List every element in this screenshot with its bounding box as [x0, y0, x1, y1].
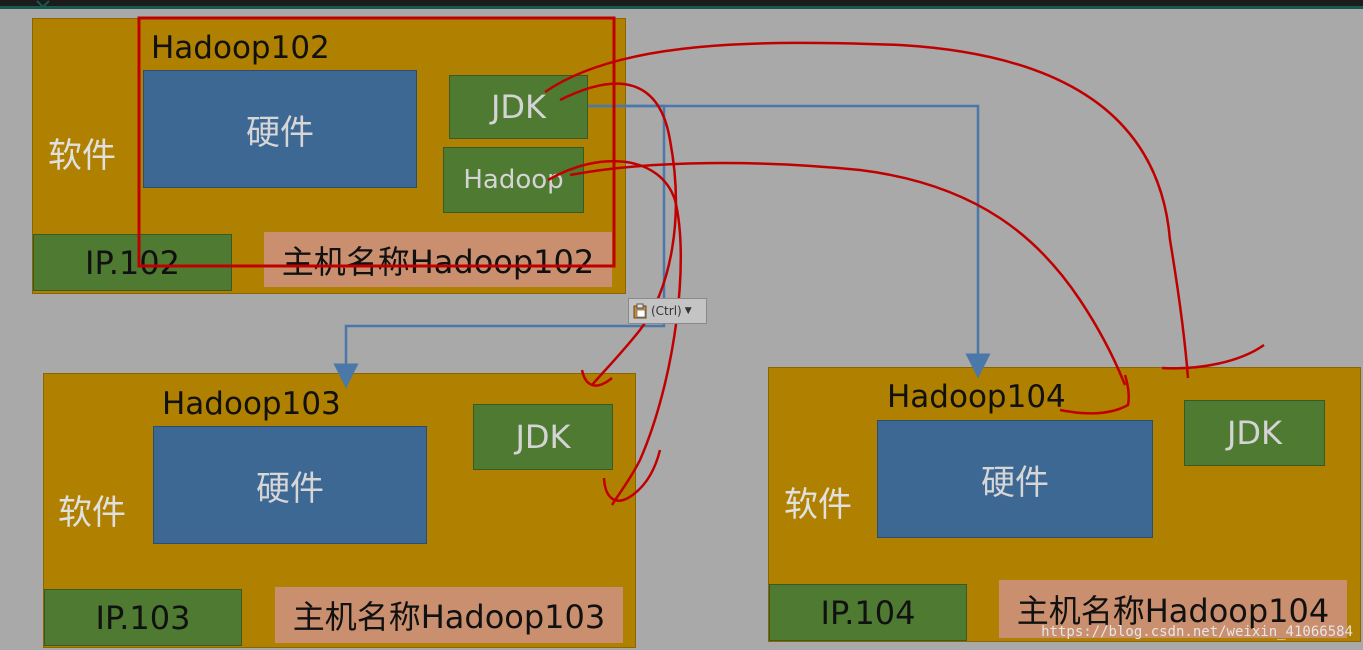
paste-options-label: (Ctrl)	[651, 304, 682, 318]
hardware-box[interactable]: 硬件	[153, 426, 427, 544]
copy-connector-to-hadoop104	[588, 104, 991, 379]
software-label: 软件	[48, 136, 116, 176]
hostname-label: 主机名称Hadoop102	[264, 232, 612, 287]
chevron-down-icon	[36, 0, 50, 8]
host-title: Hadoop104	[887, 379, 1066, 415]
chevron-down-icon[interactable]: ▼	[684, 306, 692, 316]
host-title: Hadoop103	[162, 386, 341, 422]
handdrawn-arrow	[1161, 343, 1265, 370]
paste-options-button[interactable]: (Ctrl) ▼	[628, 298, 707, 324]
hostname-label: 主机名称Hadoop103	[275, 587, 623, 643]
package-jdk[interactable]: JDK	[473, 404, 613, 470]
ip-label: IP.102	[33, 234, 232, 291]
hardware-box[interactable]: 硬件	[143, 70, 417, 188]
package-hadoop[interactable]: Hadoop	[443, 147, 584, 213]
window-top-bar	[0, 0, 1363, 8]
hardware-box[interactable]: 硬件	[877, 420, 1153, 538]
watermark: https://blog.csdn.net/weixin_41066584	[1041, 624, 1353, 640]
handdrawn-arrow	[544, 41, 1190, 379]
software-label: 软件	[784, 485, 852, 525]
host-box-hadoop103[interactable]: Hadoop103 硬件 软件 JDK IP.103 主机名称Hadoop103	[43, 373, 636, 648]
software-label: 软件	[58, 493, 126, 533]
package-jdk[interactable]: JDK	[449, 75, 588, 139]
host-title: Hadoop102	[151, 30, 330, 66]
package-jdk[interactable]: JDK	[1184, 400, 1325, 466]
host-box-hadoop104[interactable]: Hadoop104 硬件 软件 JDK IP.104 主机名称Hadoop104	[768, 367, 1361, 642]
ip-label: IP.104	[769, 584, 967, 641]
window-top-divider	[0, 6, 1363, 9]
clipboard-icon	[633, 303, 647, 319]
ip-label: IP.103	[44, 589, 242, 646]
hostname-label: 主机名称Hadoop104	[999, 580, 1347, 638]
handdrawn-arrow	[569, 161, 1127, 386]
host-box-hadoop102[interactable]: Hadoop102 硬件 软件 JDK Hadoop IP.102 主机名称Ha…	[32, 18, 626, 294]
